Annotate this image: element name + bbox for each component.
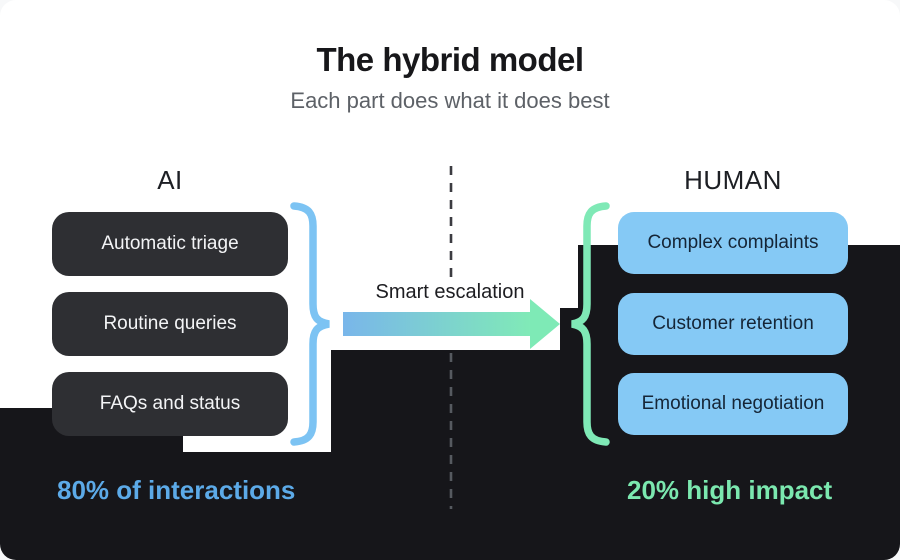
- dark-panel-step-lower-mid: [182, 452, 332, 560]
- human-item-customer-retention: Customer retention: [618, 293, 848, 355]
- smart-escalation-label: Smart escalation: [375, 281, 525, 303]
- human-stat: 20% high impact: [627, 475, 833, 505]
- page-title: The hybrid model: [316, 41, 584, 78]
- escalation-arrow: [343, 299, 560, 349]
- ai-column-label: AI: [157, 165, 183, 195]
- ai-stat: 80% of interactions: [57, 475, 296, 505]
- human-column-label: HUMAN: [684, 165, 782, 195]
- page-subtitle: Each part does what it does best: [290, 88, 610, 113]
- human-item-complex-complaints: Complex complaints: [618, 212, 848, 274]
- ai-group-brace: [290, 202, 330, 446]
- ai-item-automatic-triage: Automatic triage: [52, 212, 288, 276]
- dark-panel-step-arrow-tip: [560, 308, 579, 560]
- ai-item-routine-queries: Routine queries: [52, 292, 288, 356]
- human-item-emotional-negotiation: Emotional negotiation: [618, 373, 848, 435]
- ai-item-faqs-and-status: FAQs and status: [52, 372, 288, 436]
- dark-panel-step-middle: [331, 350, 561, 560]
